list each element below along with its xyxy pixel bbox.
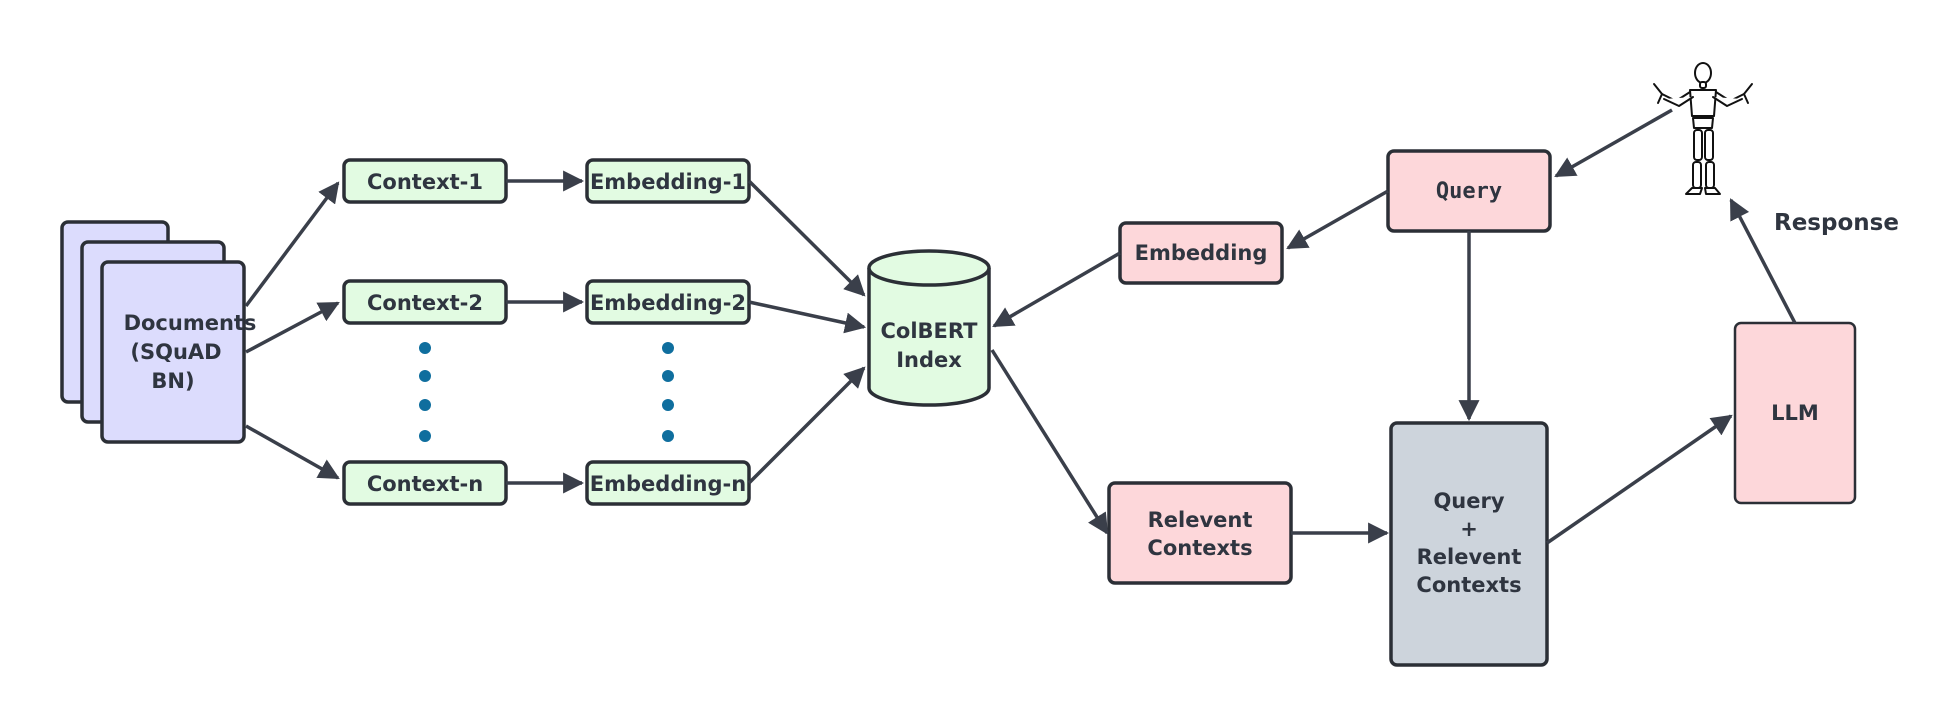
context-node-n: Context-n: [342, 460, 508, 506]
arrow-embedding2-index: [748, 300, 867, 334]
context-node-1: Context-1: [342, 158, 508, 204]
embedding-ellipsis-dots: [662, 342, 674, 442]
query-node: Query: [1386, 149, 1552, 233]
context-label-2: Context-2: [367, 291, 483, 315]
query-embedding-node: Embedding: [1118, 221, 1284, 285]
arrow-embeddingn-index: [747, 366, 866, 485]
arrow-docs-context2: [245, 301, 340, 354]
index-label-line1: ColBERT: [881, 319, 979, 343]
llm-node: LLM: [1733, 321, 1857, 505]
documents-node: [100, 260, 246, 444]
arrow-llm-user: [1729, 198, 1797, 324]
context-label-1: Context-1: [367, 170, 483, 194]
documents-label-line3: BN): [151, 369, 194, 393]
combined-label-line4: Contexts: [1416, 573, 1521, 597]
documents-label-line2: (SQuAD: [130, 340, 221, 364]
llm-label: LLM: [1771, 401, 1819, 425]
embedding-node-n: Embedding-n: [585, 460, 751, 506]
arrow-combined-llm: [1546, 414, 1733, 545]
query-embedding-label: Embedding: [1135, 241, 1268, 265]
relevant-contexts-node: Relevent Contexts: [1107, 481, 1293, 585]
combined-label-line3: Relevent: [1417, 545, 1522, 569]
arrow-embedding1-index: [747, 179, 866, 297]
context-label-n: Context-n: [367, 472, 483, 496]
embedding-node-1: Embedding-1: [585, 158, 751, 204]
relevant-contexts-label-line2: Contexts: [1147, 536, 1252, 560]
arrow-docs-context1: [244, 181, 340, 308]
embedding-label-2: Embedding-2: [590, 291, 746, 315]
context-ellipsis-dots: [419, 342, 431, 442]
embedding-label-n: Embedding-n: [590, 472, 746, 496]
relevant-contexts-label-line1: Relevent: [1148, 508, 1253, 532]
arrow-index-relevant-contexts: [990, 349, 1109, 535]
arrow-docs-contextn: [245, 424, 340, 480]
person-icon: [1653, 62, 1753, 195]
response-label: Response: [1774, 210, 1899, 236]
arrow-query-embedding: [1286, 189, 1389, 250]
combined-label-line2: +: [1460, 517, 1478, 541]
context-node-2: Context-2: [342, 279, 508, 325]
embedding-node-2: Embedding-2: [585, 279, 751, 325]
documents-stack: Documents (SQuAD BN): [60, 220, 257, 444]
arrow-embedding-index: [992, 251, 1121, 328]
arrow-user-query: [1554, 108, 1673, 178]
combined-input-node: Query + Relevent Contexts: [1389, 421, 1549, 667]
embedding-label-1: Embedding-1: [590, 170, 746, 194]
documents-label-line1: Documents: [124, 311, 257, 335]
combined-label-line1: Query: [1433, 489, 1504, 513]
query-label: Query: [1436, 179, 1502, 204]
colbert-index-node: ColBERT Index: [867, 249, 991, 407]
index-label-line2: Index: [896, 348, 962, 372]
